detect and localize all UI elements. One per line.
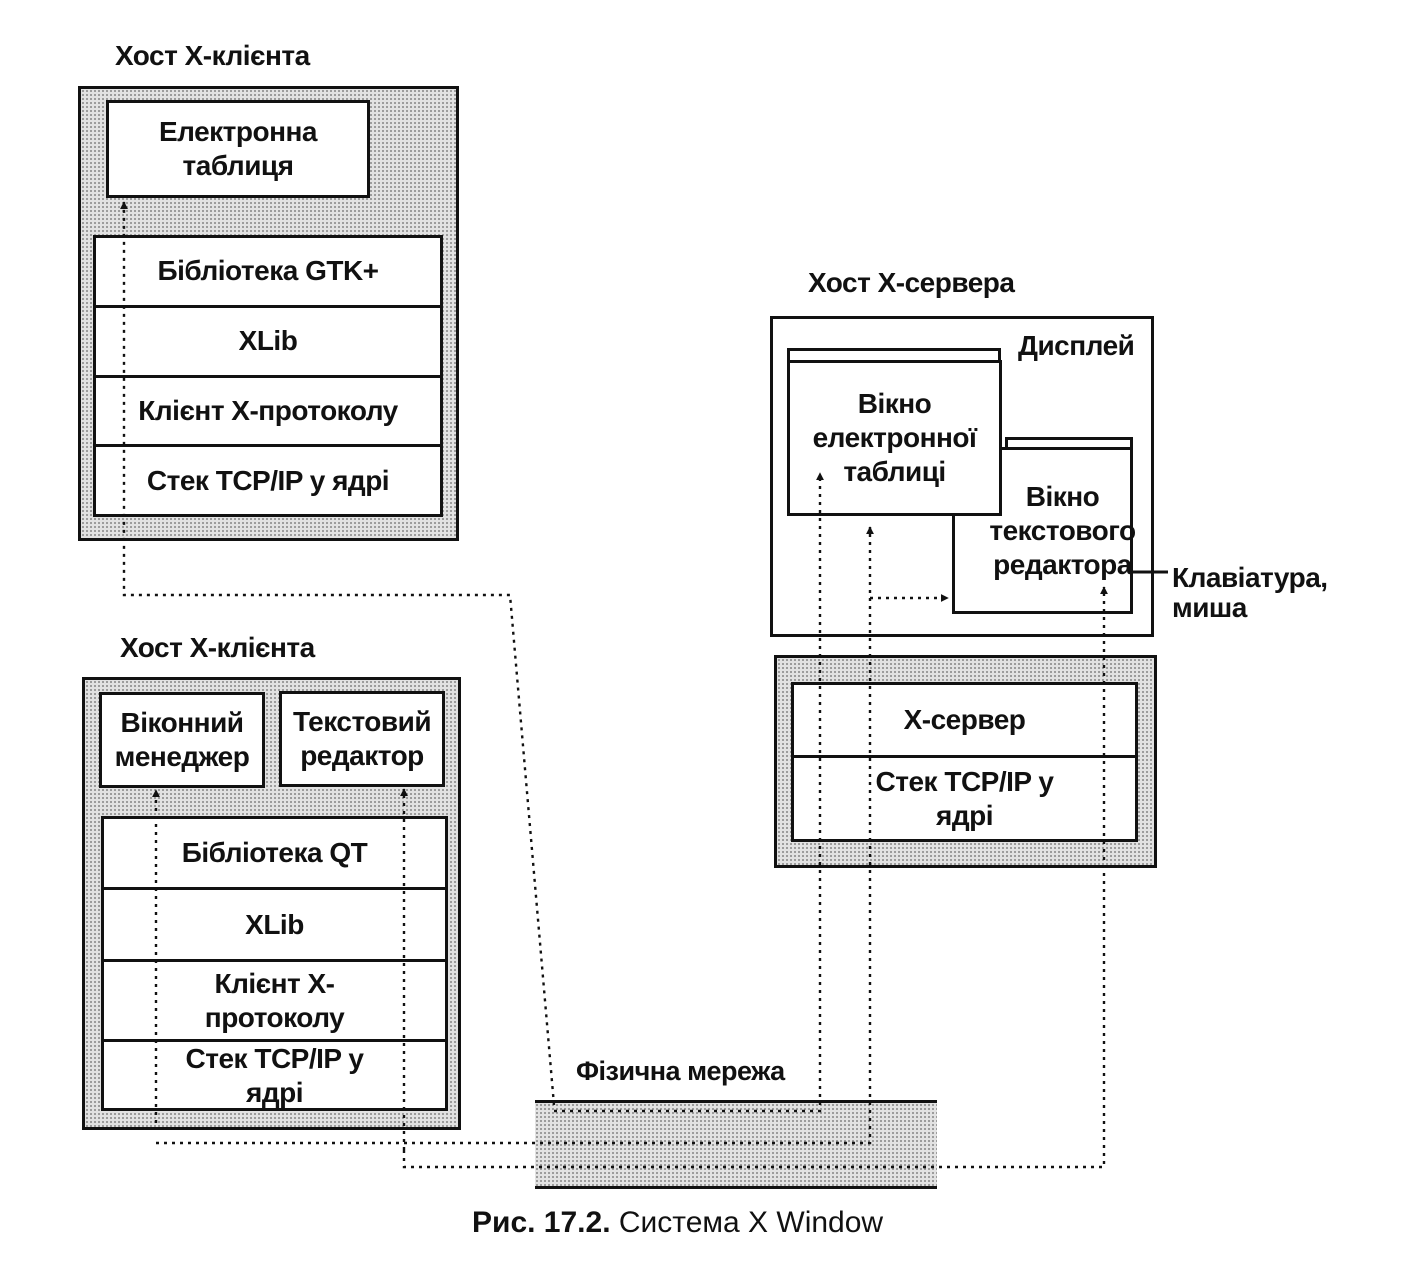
server-stack: X-сервер Стек TCP/IP у ядрі	[791, 682, 1138, 842]
server-tcpip-label: Стек TCP/IP у ядрі	[875, 765, 1054, 831]
client-host-2-title: Хост X-клієнта	[120, 632, 315, 663]
x-protocol-client-label-2: Клієнт X-протоколу	[204, 967, 345, 1033]
tcpip-stack-label-2: Стек TCP/IP у ядрі	[185, 1043, 364, 1108]
x-protocol-client-layer-2: Клієнт X-протоколу	[104, 962, 445, 1042]
x-server-layer: X-сервер	[794, 685, 1135, 758]
spreadsheet-app-label: Електронна таблиця	[159, 116, 318, 181]
tcpip-stack-layer-2: Стек TCP/IP у ядрі	[104, 1042, 445, 1110]
server-tcpip-layer: Стек TCP/IP у ядрі	[794, 758, 1135, 839]
spreadsheet-app-box: Електронна таблиця	[106, 100, 370, 198]
tcpip-stack-layer-1: Стек TCP/IP у ядрі	[146, 464, 390, 496]
caption-prefix: Рис. 17.2.	[472, 1206, 611, 1239]
client-1-stack: Бібліотека GTK+ XLib Клієнт X-протоколу …	[93, 235, 443, 517]
text-editor-label: Текстовий редактор	[292, 706, 432, 771]
gtk-library-layer: Бібліотека GTK+	[96, 238, 440, 308]
editor-window-titlebar	[1005, 437, 1133, 449]
text-editor-box: Текстовий редактор	[279, 691, 445, 787]
xlib-layer-1: XLib	[96, 308, 440, 378]
spreadsheet-window-titlebar	[787, 348, 1001, 362]
qt-library-layer: Бібліотека QT	[104, 819, 445, 890]
server-host-title: Хост X-сервера	[808, 267, 1015, 298]
editor-window-label: Вікно текстового редактора	[989, 480, 1136, 580]
display-label: Дисплей	[1018, 330, 1135, 361]
caption-text: Система X Window	[618, 1206, 884, 1239]
window-manager-box: Віконний менеджер	[99, 692, 265, 788]
x-protocol-client-layer-1: Клієнт X-протоколу	[96, 378, 440, 448]
window-manager-label: Віконний менеджер	[114, 707, 250, 772]
physical-network	[535, 1100, 937, 1189]
spreadsheet-window: Вікно електронної таблиці	[787, 360, 1002, 516]
network-label: Фізична мережа	[576, 1056, 785, 1086]
client-2-stack: Бібліотека QT XLib Клієнт X-протоколу Ст…	[101, 816, 448, 1111]
figure-caption: Рис. 17.2. Система X Window	[472, 1206, 883, 1240]
spreadsheet-window-label: Вікно електронної таблиці	[812, 388, 977, 487]
client-host-1-title: Хост X-клієнта	[115, 40, 310, 71]
keyboard-mouse-label: Клавіатура, миша	[1172, 562, 1328, 623]
xlib-layer-2: XLib	[104, 890, 445, 962]
